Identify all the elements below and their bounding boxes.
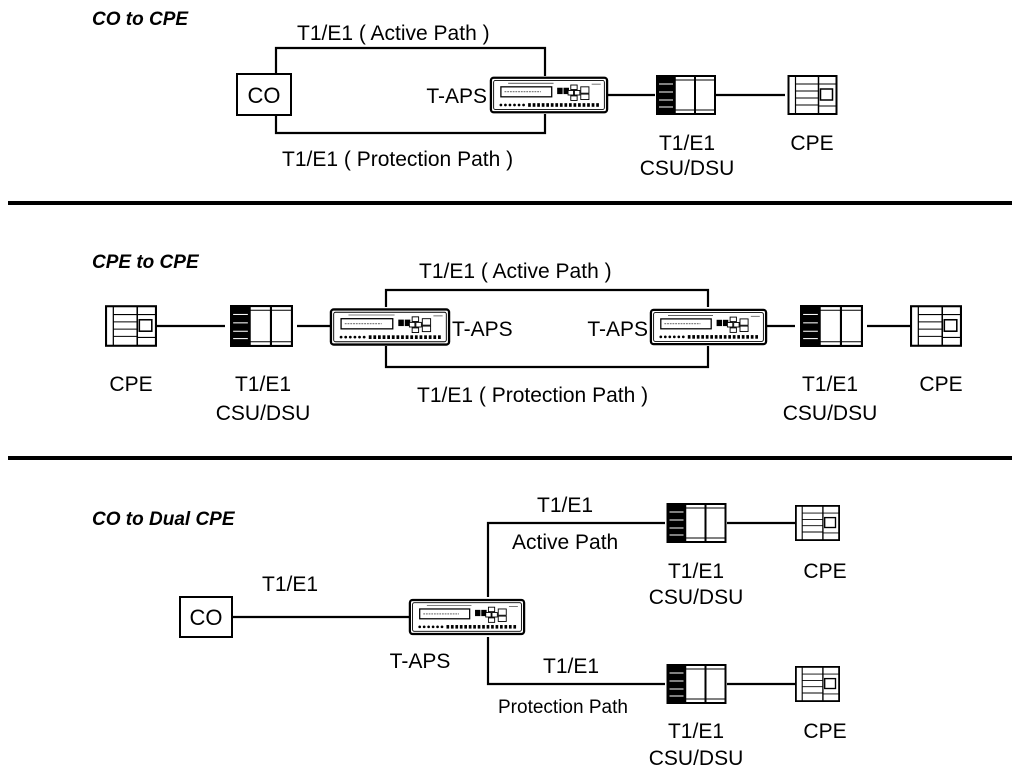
bottom-csu-dsu-device bbox=[666, 663, 727, 705]
active-path-label: T1/E1 ( Active Path ) bbox=[297, 22, 490, 45]
right-csu-label-line2: CSU/DSU bbox=[783, 402, 878, 425]
section-co-to-cpe: CO to CPE CO T-APS T1/E1 ( Active Path )… bbox=[92, 9, 838, 180]
left-taps-device bbox=[329, 308, 451, 346]
co-label: CO bbox=[190, 605, 223, 630]
co-box bbox=[236, 73, 292, 116]
left-cpe-device bbox=[104, 305, 158, 347]
active-path-label: Active Path bbox=[512, 531, 618, 554]
section-cpe-to-cpe: CPE to CPE T-APS T-APS T1/E1 ( Active Pa… bbox=[92, 252, 963, 425]
protection-path-label: T1/E1 ( Protection Path ) bbox=[282, 148, 513, 171]
csu-dsu-device bbox=[655, 74, 717, 116]
right-taps-device bbox=[649, 308, 768, 346]
csu-label-line1: T1/E1 bbox=[659, 132, 715, 155]
taps-label: T-APS bbox=[390, 650, 451, 673]
right-cpe-label: CPE bbox=[919, 373, 962, 396]
protection-path-line bbox=[486, 637, 665, 686]
left-csu-label-line1: T1/E1 bbox=[235, 373, 291, 396]
taps-device bbox=[489, 76, 609, 114]
bottom-cpe-label: CPE bbox=[803, 720, 846, 743]
bottom-csu-label-line2: CSU/DSU bbox=[649, 747, 744, 770]
protection-path-line bbox=[384, 346, 710, 369]
left-csu-dsu-device bbox=[229, 304, 294, 348]
top-cpe-label: CPE bbox=[803, 560, 846, 583]
section-co-to-dual-cpe: CO to Dual CPE CO T-APS T1/E1 T1/E1 Acti… bbox=[92, 494, 847, 770]
protection-link-label: T1/E1 bbox=[543, 655, 599, 678]
co-node: CO bbox=[179, 596, 233, 638]
section-title: CPE to CPE bbox=[92, 252, 200, 273]
protection-path-label: Protection Path bbox=[498, 697, 628, 718]
right-cpe-device bbox=[909, 305, 963, 347]
active-path-line bbox=[384, 288, 710, 307]
active-path-label: T1/E1 ( Active Path ) bbox=[419, 260, 612, 283]
top-csu-dsu-device bbox=[666, 502, 727, 544]
top-csu-label-line2: CSU/DSU bbox=[649, 586, 744, 609]
co-link-label: T1/E1 bbox=[262, 573, 318, 596]
co-box bbox=[179, 596, 233, 638]
co-node: CO bbox=[236, 73, 292, 116]
top-csu-label-line1: T1/E1 bbox=[668, 560, 724, 583]
taps-label: T-APS bbox=[426, 85, 487, 108]
section-title: CO to Dual CPE bbox=[92, 509, 236, 530]
top-cpe-device bbox=[794, 504, 841, 542]
active-link-label: T1/E1 bbox=[537, 494, 593, 517]
cpe-label: CPE bbox=[790, 132, 833, 155]
protection-path-label: T1/E1 ( Protection Path ) bbox=[417, 384, 648, 407]
protection-path-line bbox=[274, 114, 547, 135]
right-taps-label: T-APS bbox=[587, 318, 648, 341]
cpe-device bbox=[787, 74, 838, 116]
right-csu-dsu-device bbox=[799, 304, 864, 348]
co-label: CO bbox=[248, 83, 281, 108]
left-csu-label-line2: CSU/DSU bbox=[216, 402, 311, 425]
bottom-csu-label-line1: T1/E1 bbox=[668, 720, 724, 743]
section-title: CO to CPE bbox=[92, 9, 189, 30]
right-csu-label-line1: T1/E1 bbox=[802, 373, 858, 396]
taps-device bbox=[408, 598, 526, 636]
active-path-line bbox=[486, 521, 665, 597]
left-taps-label: T-APS bbox=[452, 318, 513, 341]
active-path-line bbox=[274, 46, 547, 96]
bottom-cpe-device bbox=[794, 665, 841, 703]
left-cpe-label: CPE bbox=[109, 373, 152, 396]
csu-label-line2: CSU/DSU bbox=[640, 157, 735, 180]
